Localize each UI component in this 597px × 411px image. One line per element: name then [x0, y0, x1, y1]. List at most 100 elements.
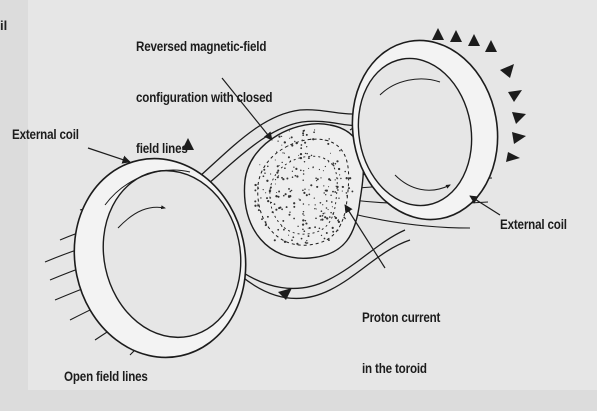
plasma-dot: [306, 146, 307, 147]
plasma-dot: [283, 195, 285, 197]
plasma-dot: [278, 191, 280, 193]
plasma-dot: [303, 173, 305, 175]
plasma-dot: [301, 140, 303, 142]
plasma-dot: [316, 209, 317, 210]
plasma-dot: [303, 170, 304, 171]
plasma-dot: [324, 213, 325, 214]
plasma-dot: [289, 138, 290, 139]
plasma-dot: [300, 157, 302, 159]
plasma-dot: [288, 235, 289, 236]
plasma-dot: [295, 175, 297, 177]
plasma-dot: [293, 206, 295, 208]
plasma-dot: [281, 162, 282, 163]
plasma-dot: [290, 160, 291, 161]
plasma-dot: [294, 141, 295, 142]
plasma-dot: [303, 203, 305, 205]
plasma-dot: [303, 211, 304, 212]
plasma-dot: [314, 129, 315, 130]
plasma-dot: [328, 239, 330, 241]
edge-text-fragment: il: [0, 18, 7, 33]
plasma-dot: [302, 189, 304, 191]
plasma-dot: [282, 152, 283, 153]
field-reversed-configuration-diagram: [0, 0, 597, 390]
plasma-dot: [343, 186, 344, 187]
plasma-dot: [276, 151, 277, 152]
plasma-dot: [326, 217, 328, 219]
plasma-dot: [337, 178, 338, 179]
plasma-dot: [285, 193, 287, 195]
plasma-dot: [293, 167, 294, 168]
plasma-dot: [275, 183, 276, 184]
plasma-dot: [308, 168, 309, 169]
plasma-dot: [319, 215, 321, 217]
plasma-dot: [276, 172, 278, 174]
plasma-dot: [346, 192, 348, 194]
plasma-dot: [326, 189, 328, 191]
plasma-dot: [346, 177, 348, 179]
plasma-dot: [348, 187, 350, 189]
external-coil-left-label: External coil: [12, 126, 79, 143]
plasma-dot: [335, 217, 337, 219]
plasma-dot: [265, 221, 267, 223]
plasma-dot: [275, 159, 276, 160]
plasma-dot: [305, 153, 306, 154]
plasma-dot: [286, 178, 288, 180]
plasma-dot: [307, 242, 308, 243]
plasma-dot: [321, 218, 323, 220]
plasma-dot: [332, 213, 333, 214]
plasma-dot: [288, 156, 290, 158]
plasma-dot: [347, 195, 348, 196]
plasma-dot: [284, 241, 286, 243]
plasma-dot: [277, 229, 279, 231]
reversed-field-label: Reversed magnetic-field configuration wi…: [136, 4, 272, 191]
plasma-dot: [324, 238, 326, 240]
plasma-dot: [302, 219, 304, 221]
plasma-dot: [329, 216, 331, 218]
plasma-dot: [295, 168, 297, 170]
plasma-dot: [327, 143, 329, 145]
plasma-dot: [300, 169, 302, 171]
plasma-dot: [284, 153, 285, 154]
plasma-dot: [301, 238, 302, 239]
plasma-dot: [306, 194, 308, 196]
plasma-dot: [314, 197, 315, 198]
plasma-dot: [321, 210, 323, 212]
plasma-dot: [291, 145, 293, 147]
plasma-dot: [311, 155, 313, 157]
plasma-dot: [308, 235, 310, 237]
plasma-dot: [284, 167, 286, 169]
plasma-dot: [308, 189, 309, 190]
plasma-dot: [300, 153, 302, 155]
plasma-dot: [340, 224, 341, 225]
plasma-dot: [260, 197, 261, 198]
plasma-dot: [300, 147, 302, 149]
plasma-dot: [275, 195, 277, 197]
plasma-dot: [332, 227, 334, 229]
plasma-dot: [351, 190, 353, 192]
plasma-dot: [284, 141, 286, 143]
plasma-dot: [275, 209, 277, 211]
plasma-dot: [312, 138, 314, 140]
plasma-dot: [310, 139, 311, 140]
plasma-dot: [254, 200, 256, 202]
plasma-dot: [323, 170, 324, 171]
plasma-dot: [296, 142, 298, 144]
plasma-dot: [296, 175, 298, 177]
plasma-dot: [281, 136, 282, 137]
plasma-dot: [303, 230, 305, 232]
plasma-dot: [292, 236, 294, 238]
plasma-dot: [320, 177, 321, 178]
plasma-dot: [324, 158, 325, 159]
plasma-dot: [319, 228, 321, 230]
plasma-dot: [306, 240, 307, 241]
plasma-dot: [337, 189, 339, 191]
plasma-dot: [261, 218, 263, 220]
plasma-dot: [257, 205, 259, 207]
plasma-dot: [283, 229, 285, 231]
plasma-dot: [326, 200, 328, 202]
plasma-dot: [306, 134, 308, 136]
plasma-dot: [299, 199, 301, 201]
plasma-dot: [320, 202, 322, 204]
plasma-dot: [277, 165, 279, 167]
plasma-dot: [316, 180, 317, 181]
